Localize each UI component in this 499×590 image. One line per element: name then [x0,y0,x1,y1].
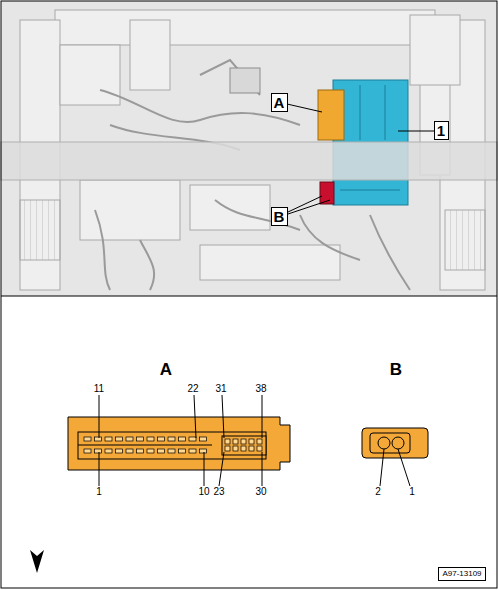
pin-leader [99,395,262,486]
pin-number: 31 [215,384,226,394]
pin-cavity [158,449,165,453]
pin-cavity [249,439,254,444]
pin-cavity [200,437,207,441]
cross-member [1,142,497,180]
leader-line [287,104,434,214]
pin-cavity [147,449,154,453]
relay [230,68,260,93]
callout-box: B [271,207,288,226]
pin-number: 2 [375,487,381,497]
pin-cavity [179,437,186,441]
connector-title: A [160,361,172,378]
pin-cavity [233,439,238,444]
pin-number: 10 [198,487,209,497]
divider [1,296,497,297]
pin-number: 11 [94,384,104,394]
connector-b-drawing [362,428,428,486]
callout-letter: B [274,209,285,224]
pin-cavity [137,449,144,453]
connector-a-drawing [68,417,290,470]
pin-cavity [116,449,123,453]
connector-a [318,90,344,140]
pin-cavity [189,437,196,441]
pin-cavity [257,446,262,451]
view-arrow [30,550,44,573]
pin-cavity [257,439,262,444]
pin-cavity [225,446,230,451]
callout-box: 1 [434,121,449,140]
pin-number: 30 [255,487,266,497]
pin-number: 1 [409,487,415,497]
photo-ground [1,1,497,296]
connector-title: B [390,361,402,378]
pin-cavity [168,449,175,453]
pin-cavity [137,437,144,441]
pin-cavity [84,449,91,453]
pin-number: 22 [187,384,198,394]
pin-cavity [241,439,246,444]
pin-cavity [189,449,196,453]
pin-cavity [95,437,102,441]
pin-cavity [249,446,254,451]
pin-number: 1 [96,487,102,497]
pin-cavity [200,449,207,453]
pin-cavity [84,437,91,441]
pin-cavity [105,449,112,453]
pin-cavity [168,437,175,441]
figure-code-box: A97-13109 [438,567,486,581]
callout-letter: A [274,95,285,110]
figure-code: A97-13109 [442,570,482,578]
pin-cavity [233,446,238,451]
pin-number: 38 [255,384,266,394]
pin-cavity [179,449,186,453]
callout-box: A [271,93,288,112]
pin-cavity [126,437,133,441]
callout-letter: 1 [437,123,446,138]
pin-cavity [241,446,246,451]
pin-cavity [126,449,133,453]
pin-cavity [116,437,123,441]
pin-cavity [158,437,165,441]
pin-cavity [95,449,102,453]
pin-cavity [105,437,112,441]
pin-cavity [225,439,230,444]
pin-number: 23 [213,487,224,497]
pin-cavity [147,437,154,441]
